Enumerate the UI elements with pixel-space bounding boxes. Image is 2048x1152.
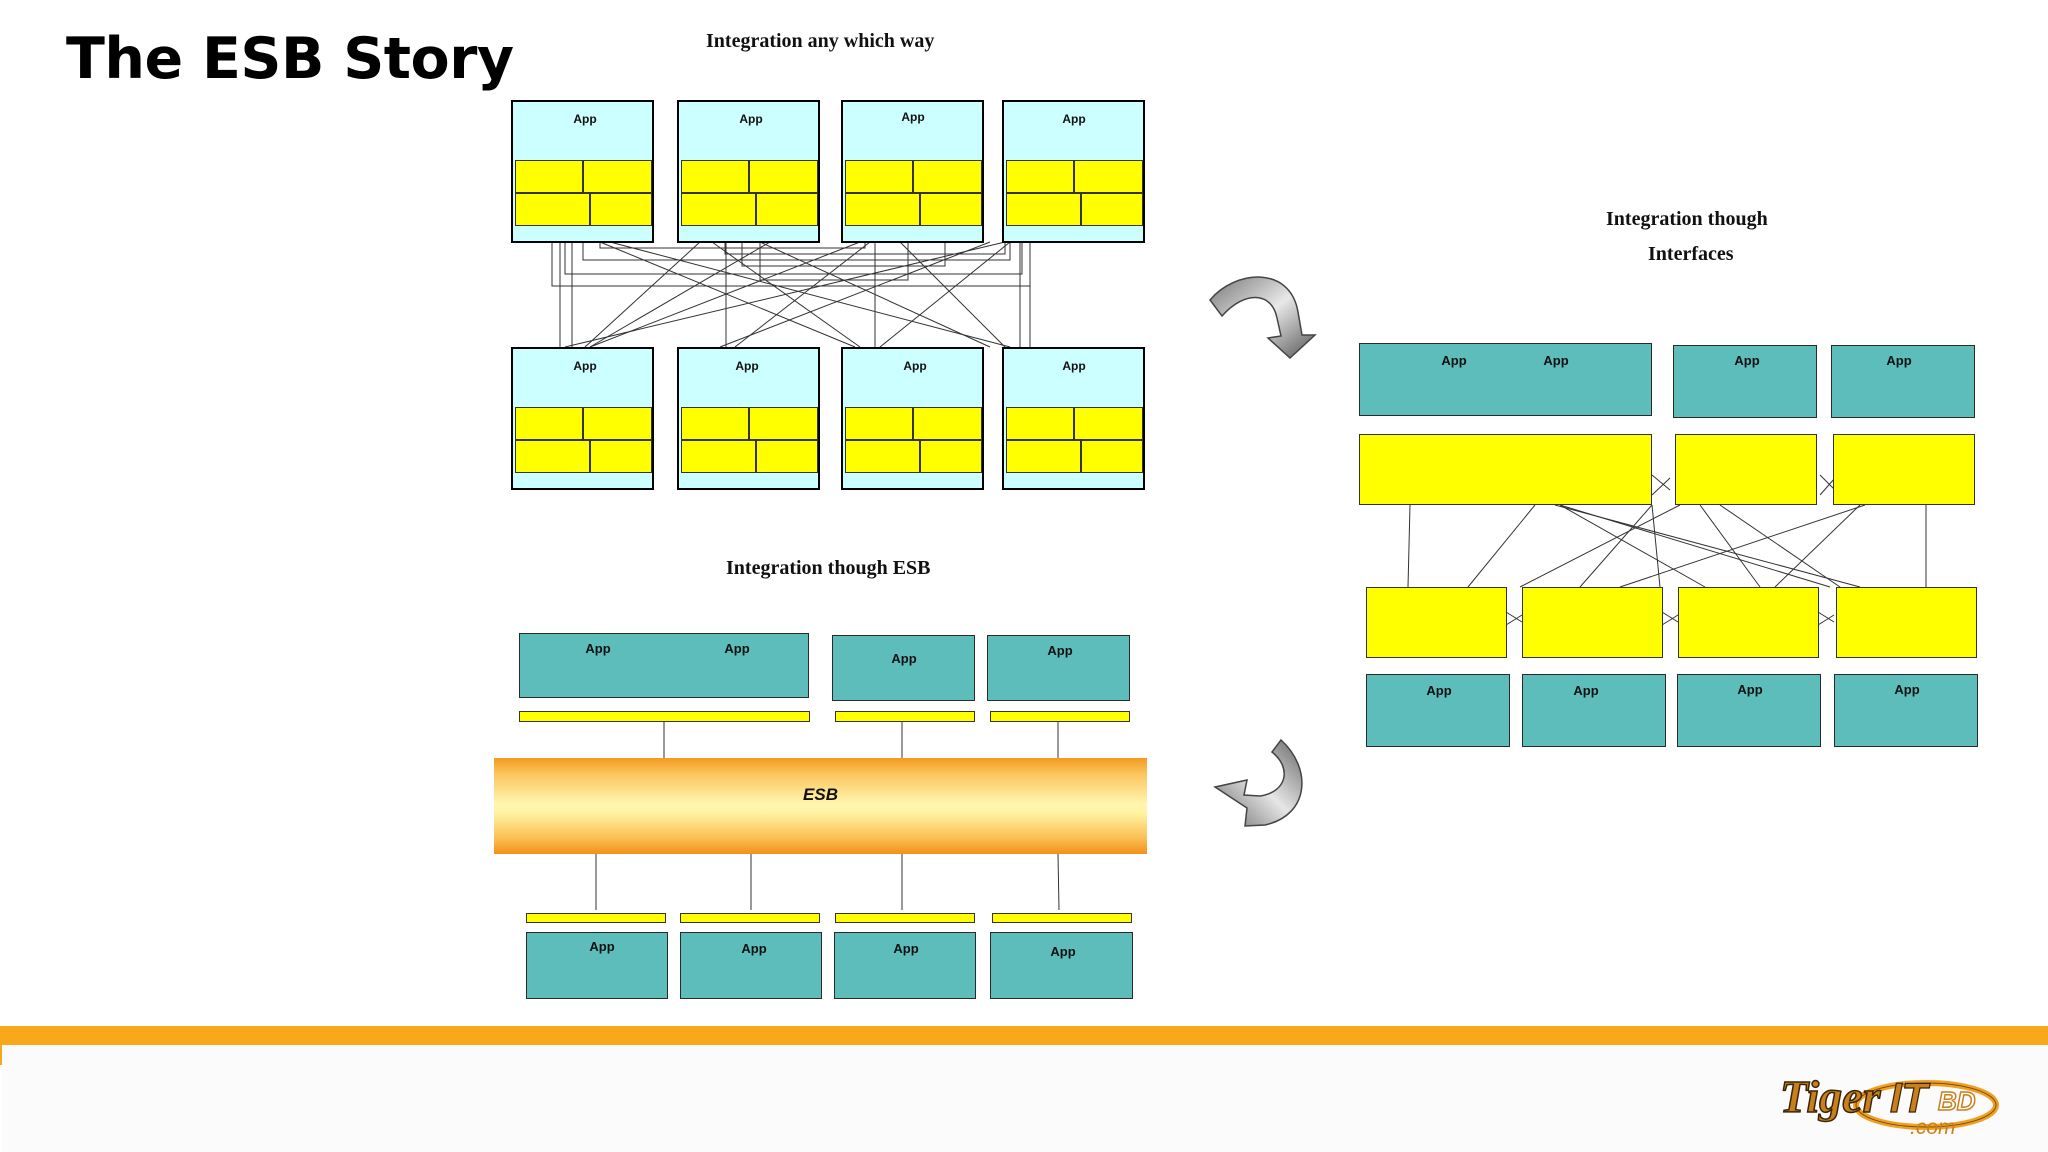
- adapter-bar-top-1: [519, 711, 810, 722]
- app-label: App: [1894, 682, 1920, 697]
- interface-box-upper-1: [1359, 434, 1652, 505]
- heading-integration-any-which-way: Integration any which way: [706, 30, 935, 52]
- app-label: App: [901, 110, 925, 124]
- interface-box-upper-3: [1833, 434, 1975, 505]
- logo-tiger-text: Tiger: [1780, 1071, 1882, 1122]
- app-box-bottom-2: App: [677, 347, 820, 490]
- app-label: App: [1734, 353, 1760, 368]
- app-label: App: [1062, 112, 1086, 126]
- interface-box-upper-2: [1675, 434, 1817, 505]
- app-label: App: [1047, 643, 1073, 658]
- app-label: App: [739, 112, 763, 126]
- app-box-interfaces-bottom-4: App: [1834, 674, 1978, 747]
- adapter-bar-top-2: [835, 711, 975, 722]
- app-box-bottom-4: App: [1002, 347, 1145, 490]
- app-label: App: [1543, 353, 1569, 368]
- app-box-interfaces-bottom-1: App: [1366, 674, 1510, 747]
- slide-title: The ESB Story: [66, 26, 514, 92]
- app-box-esb-bottom-3: App: [834, 932, 976, 999]
- app-label: App: [573, 359, 597, 373]
- interface-box-lower-4: [1836, 587, 1977, 658]
- app-label: App: [589, 939, 615, 954]
- adapter-bar-bottom-2: [680, 913, 820, 923]
- app-label: App: [903, 359, 927, 373]
- interface-box-lower-3: [1678, 587, 1819, 658]
- app-label: App: [724, 641, 750, 656]
- adapter-bar-top-3: [990, 711, 1130, 722]
- app-label: App: [585, 641, 611, 656]
- app-label: App: [1573, 683, 1599, 698]
- app-box-top-4: App: [1002, 100, 1145, 243]
- app-label: App: [735, 359, 759, 373]
- heading-integration-through-interfaces-line2: Interfaces: [1648, 243, 1734, 265]
- app-box-interfaces-top-1: App App: [1359, 343, 1652, 416]
- app-box-interfaces-bottom-2: App: [1522, 674, 1666, 747]
- adapter-bar-bottom-3: [835, 913, 975, 923]
- app-box-top-2: App: [677, 100, 820, 243]
- esb-label: ESB: [803, 785, 838, 804]
- footer-area: [2, 1045, 2048, 1152]
- app-box-esb-bottom-4: App: [990, 932, 1133, 999]
- app-label: App: [891, 651, 917, 666]
- app-box-interfaces-top-2: App: [1673, 345, 1817, 418]
- app-box-esb-bottom-2: App: [680, 932, 822, 999]
- app-box-esb-top-3: App: [987, 635, 1130, 701]
- logo-bd-text: BD: [1938, 1086, 1976, 1116]
- heading-integration-through-interfaces-line1: Integration though: [1606, 208, 1768, 230]
- logo-dotcom-text: .com: [1910, 1116, 1956, 1139]
- app-box-esb-top-2: App: [832, 635, 975, 701]
- app-box-top-3: App: [841, 100, 984, 243]
- app-label: App: [1737, 682, 1763, 697]
- app-box-bottom-3: App: [841, 347, 984, 490]
- adapter-bar-bottom-1: [526, 913, 666, 923]
- app-label: App: [1886, 353, 1912, 368]
- app-label: App: [1062, 359, 1086, 373]
- logo-it-text: IT: [1890, 1074, 1931, 1121]
- app-box-top-1: App: [511, 100, 654, 243]
- app-box-interfaces-bottom-3: App: [1677, 674, 1821, 747]
- app-box-esb-bottom-1: App: [526, 932, 668, 999]
- tigeritbd-logo: Tiger IT BD .com: [1779, 1070, 1999, 1139]
- app-label: App: [893, 941, 919, 956]
- app-label: App: [741, 941, 767, 956]
- app-box-bottom-1: App: [511, 347, 654, 490]
- app-box-interfaces-top-3: App: [1831, 345, 1975, 418]
- esb-bus: ESB: [494, 758, 1147, 854]
- interface-box-lower-2: [1522, 587, 1663, 658]
- app-label: App: [573, 112, 597, 126]
- footer-accent-tick: [0, 1045, 2, 1065]
- heading-integration-through-esb: Integration though ESB: [726, 557, 931, 579]
- interface-box-lower-1: [1366, 587, 1507, 658]
- app-label: App: [1050, 944, 1076, 959]
- app-label: App: [1441, 353, 1467, 368]
- app-label: App: [1426, 683, 1452, 698]
- footer-accent-band: [0, 1026, 2048, 1045]
- app-box-esb-top-1: App App: [519, 633, 809, 698]
- adapter-bar-bottom-4: [992, 913, 1132, 923]
